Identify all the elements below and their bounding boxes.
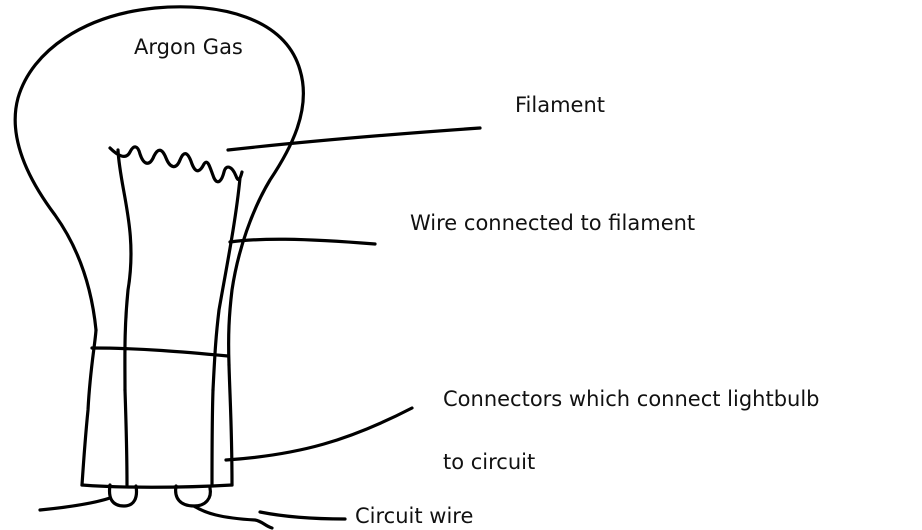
base-inner-right-line: [210, 388, 215, 487]
circuit-wire-left: [38, 496, 112, 512]
contact-foot-right: [174, 484, 212, 508]
label-circuit-wire: Circuit wire: [355, 504, 474, 528]
leader-line-wire: [228, 237, 377, 246]
leader-line-circuit-wire: [258, 510, 347, 521]
contact-foot-left: [107, 483, 139, 508]
base-outline-left: [80, 328, 98, 487]
label-connectors-line1: Connectors which connect lightbulb: [443, 387, 820, 411]
base-outline-right: [227, 363, 234, 487]
bulb-glass-outline: [13, 5, 305, 367]
leader-line-connectors: [224, 406, 414, 462]
base-band-top: [90, 346, 230, 358]
label-wire-connected: Wire connected to filament: [410, 211, 696, 235]
stem-left-line: [116, 148, 133, 392]
filament-coil: [108, 145, 244, 184]
label-connectors-line2: to circuit: [443, 450, 536, 474]
base-bottom-edge: [80, 483, 234, 489]
leader-line-filament: [226, 126, 482, 152]
label-argon-gas: Argon Gas: [134, 35, 243, 59]
circuit-wire-right: [192, 504, 274, 530]
stem-right-line: [211, 176, 242, 392]
label-filament: Filament: [515, 93, 606, 117]
base-inner-left-line: [123, 388, 129, 487]
